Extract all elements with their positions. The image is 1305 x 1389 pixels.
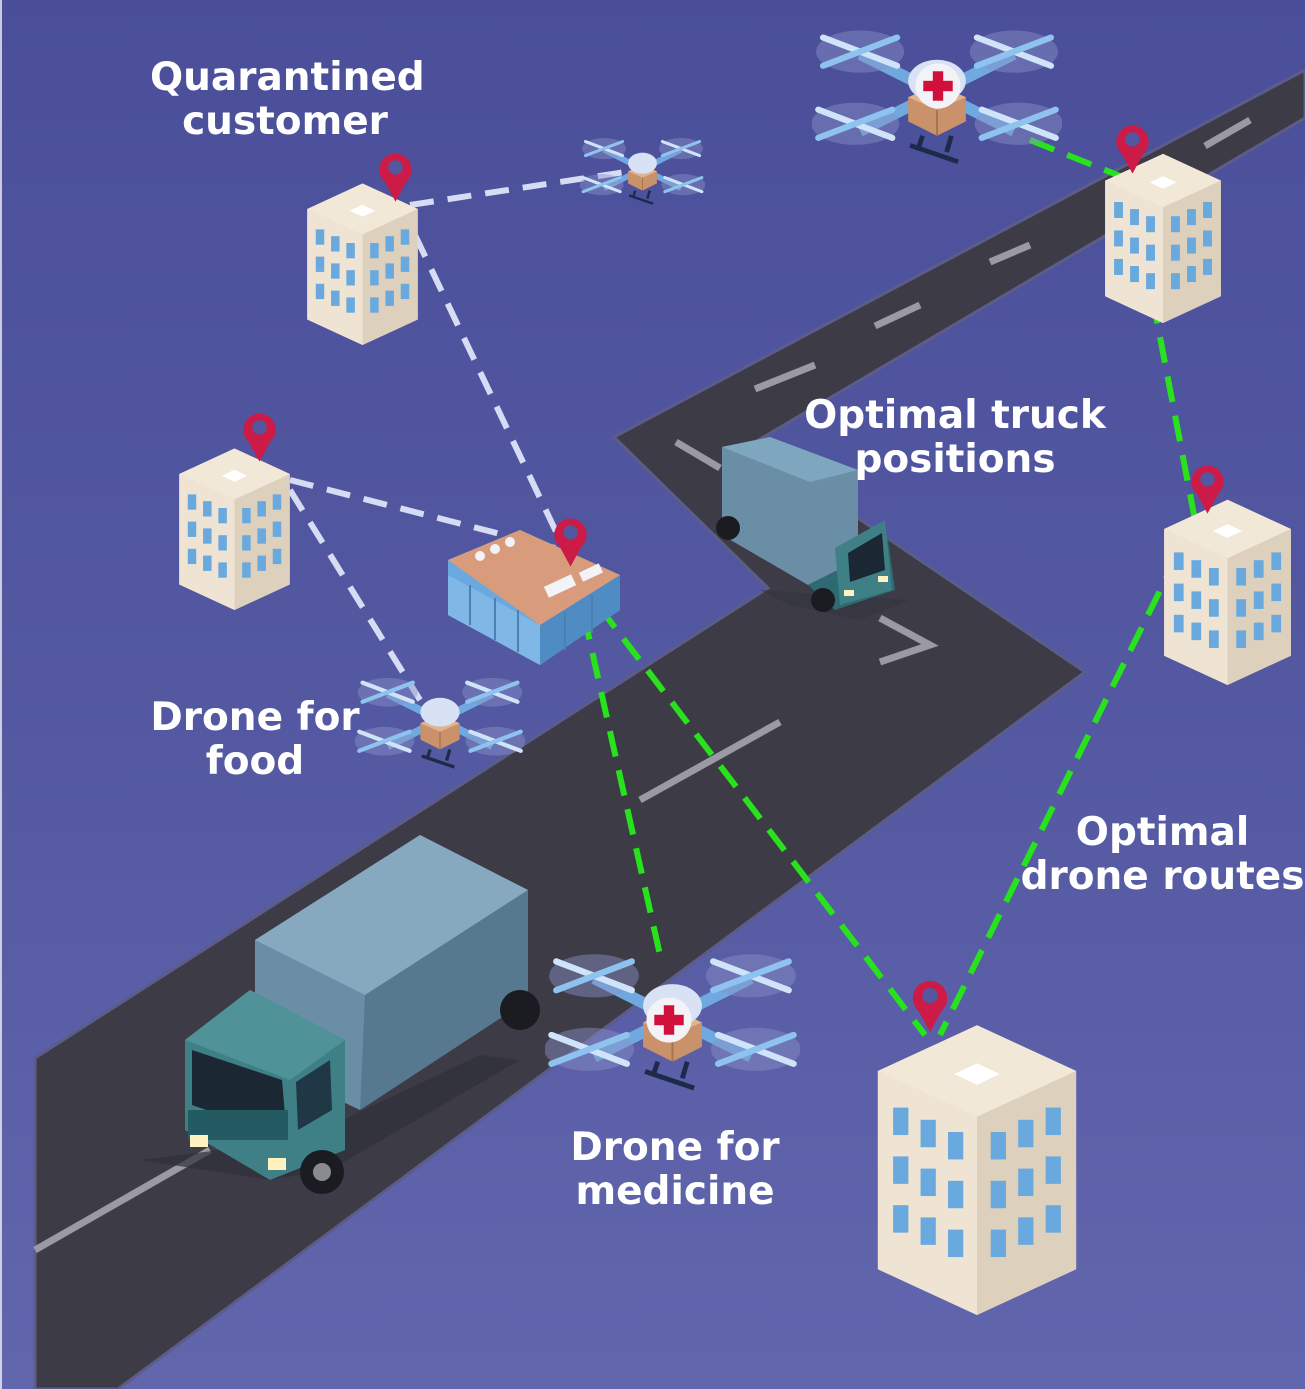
medical-cross-icon — [646, 997, 692, 1043]
drone-icon — [580, 138, 706, 204]
label-line: positions — [854, 437, 1056, 482]
building-icon — [877, 1025, 1077, 1315]
building-icon — [1105, 153, 1221, 323]
building-icon — [307, 183, 418, 345]
drone-for-medicine-label: Drone for medicine — [560, 1126, 790, 1214]
optimal-drone-routes-label: Optimal drone routes — [1020, 811, 1305, 899]
label-line: Drone for — [150, 695, 360, 740]
quarantined-customer-label: Quarantined customer — [150, 55, 425, 144]
label-line: Drone for — [570, 1125, 780, 1170]
building-icon — [179, 448, 290, 610]
label-line: medicine — [575, 1169, 775, 1214]
building-icon — [1164, 499, 1291, 685]
label-line: Quarantined — [150, 55, 425, 100]
medical-cross-icon — [915, 63, 961, 109]
location-pin-icon — [243, 413, 276, 462]
label-line: Optimal — [1075, 810, 1250, 855]
optimal-truck-positions-label: Optimal truck positions — [800, 394, 1110, 482]
label-line: drone routes — [1020, 854, 1305, 899]
label-line: Optimal truck — [804, 393, 1106, 438]
drone-for-food-label: Drone for food — [150, 696, 360, 784]
white-routes — [287, 169, 626, 702]
drone-icon — [354, 678, 525, 767]
label-line: customer — [182, 99, 388, 144]
truck-icon — [140, 835, 540, 1194]
label-line: food — [205, 739, 305, 784]
warehouse-icon — [448, 530, 620, 665]
truck-icon — [716, 437, 910, 620]
